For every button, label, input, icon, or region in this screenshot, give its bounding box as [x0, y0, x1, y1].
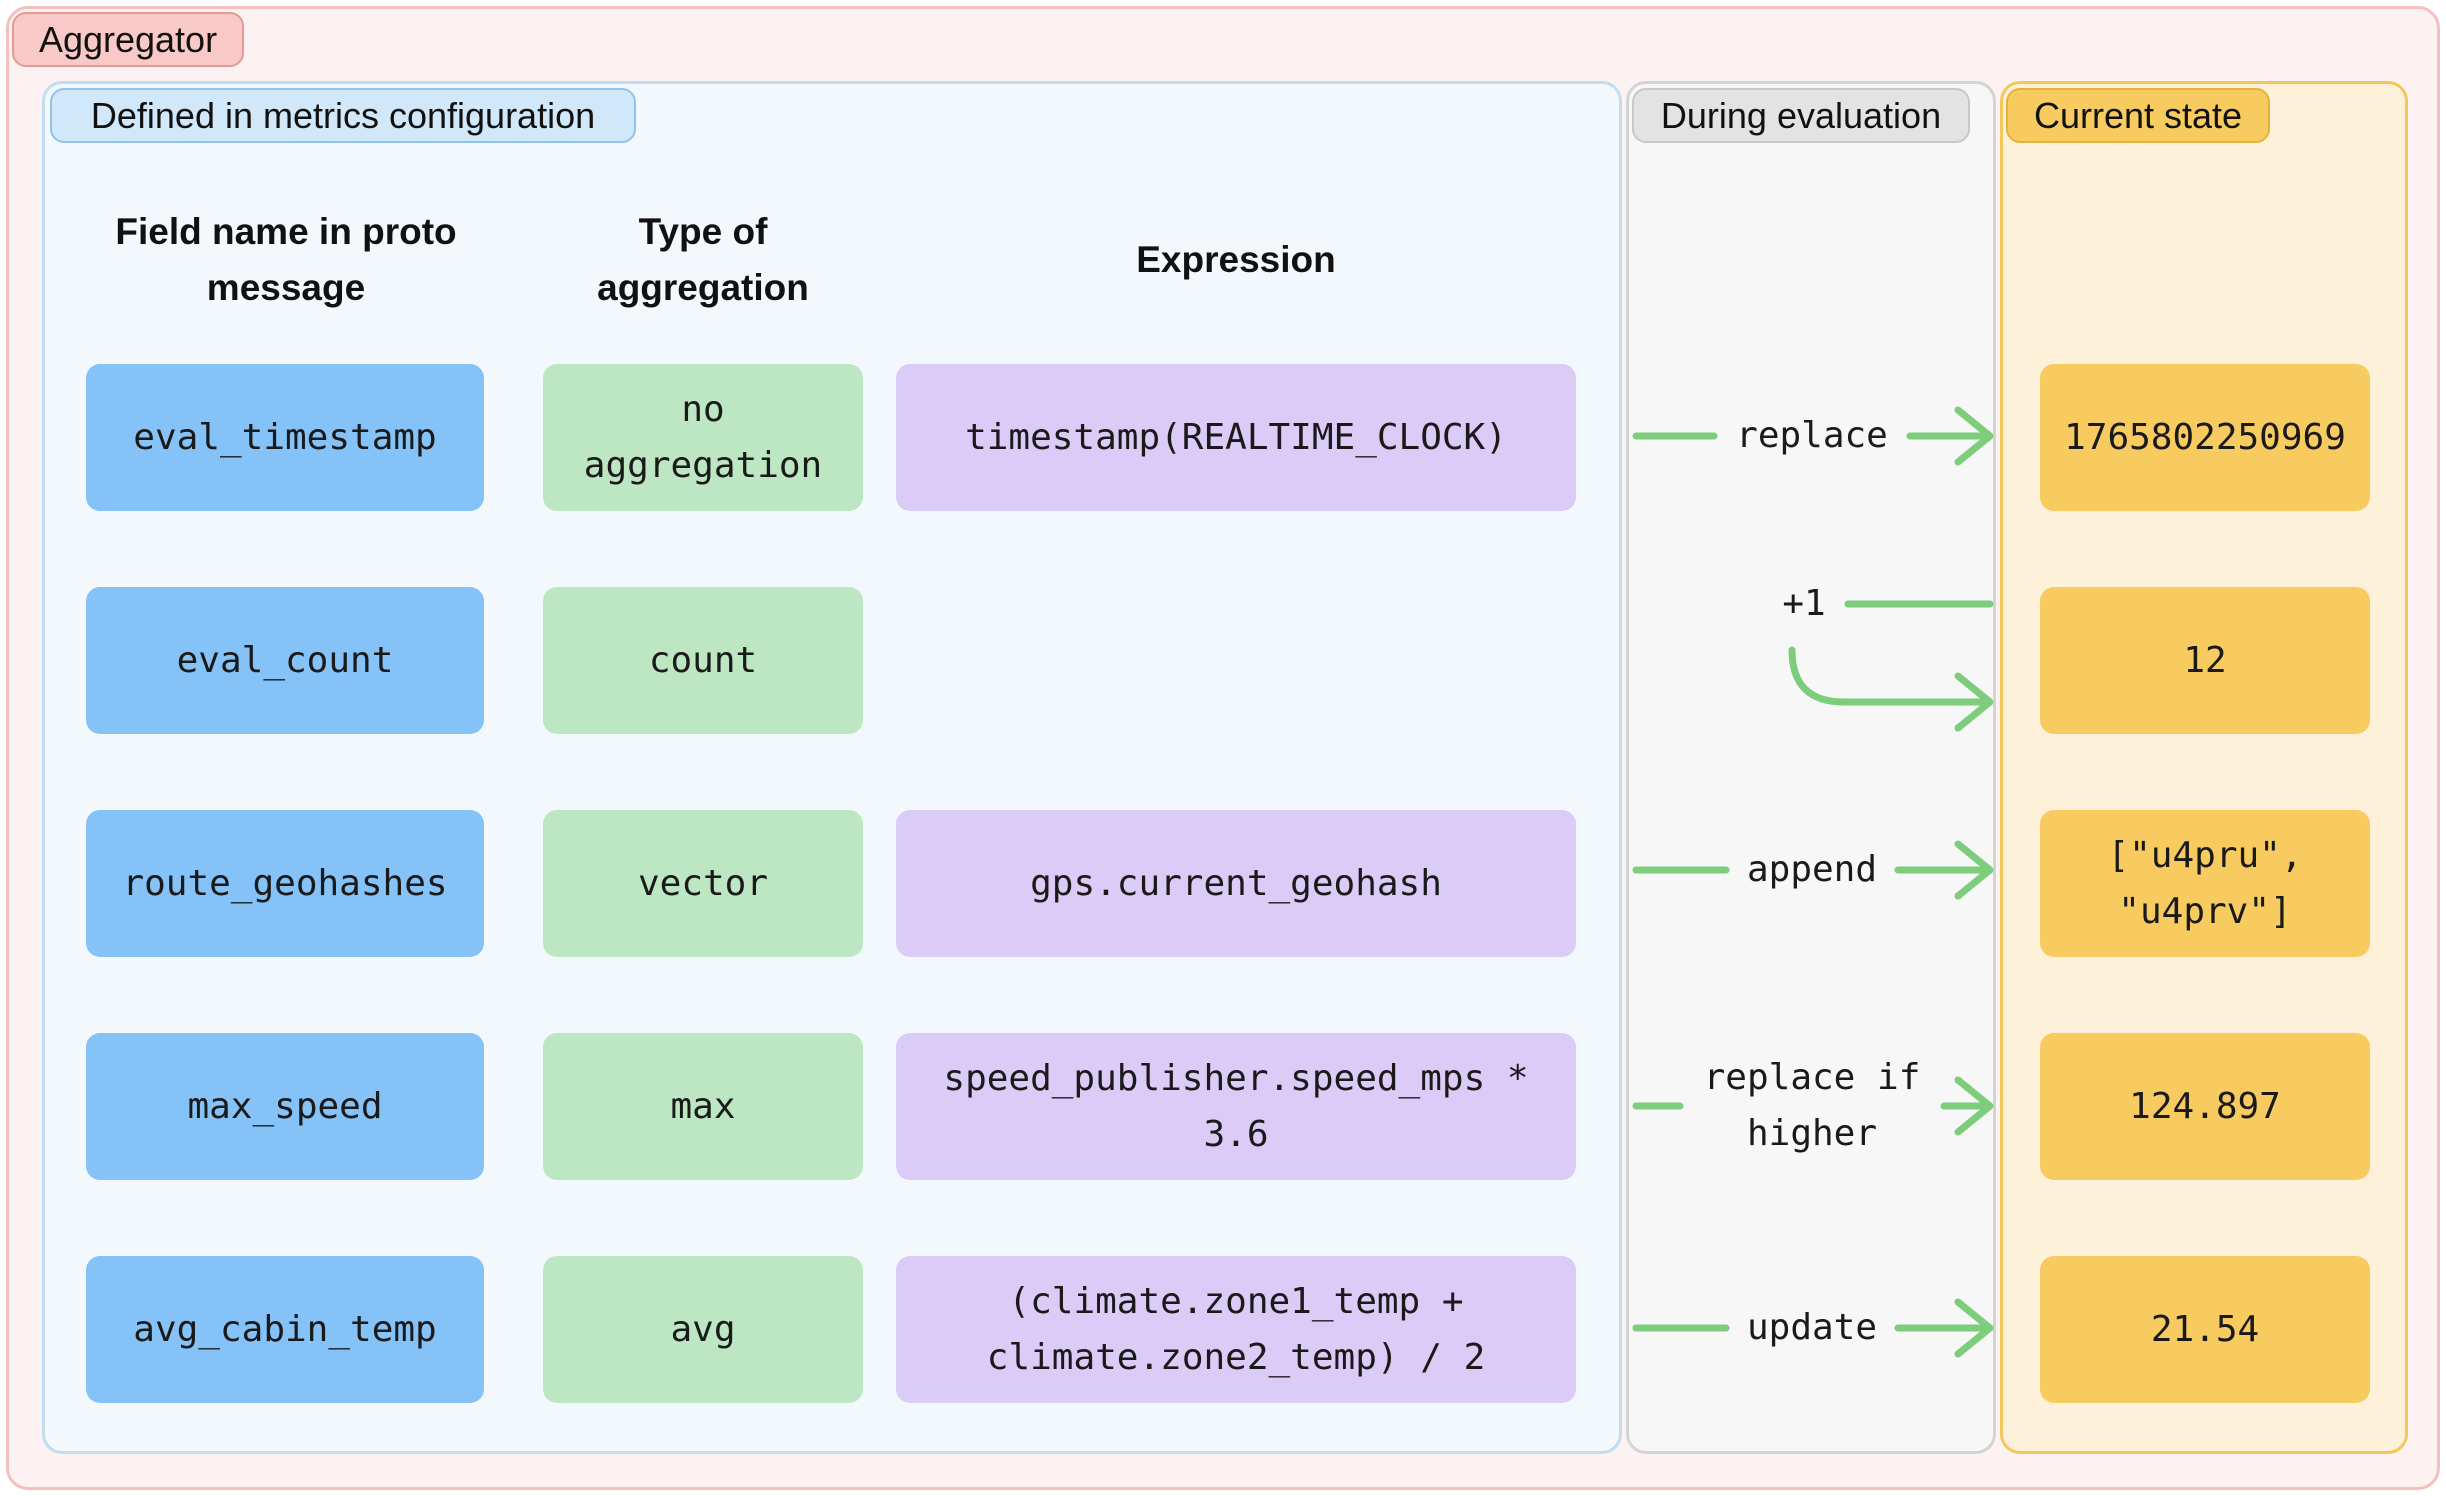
header-field-name: Field name in proto message	[115, 211, 457, 308]
increment-arrow-head	[1954, 672, 1994, 732]
field-cell: avg_cabin_temp	[86, 1256, 484, 1403]
state-cell: 1765802250969	[2040, 364, 2370, 511]
header-expression: Expression	[1136, 239, 1336, 280]
operation-label: replace if higher	[1703, 1057, 1921, 1154]
operation-label: replace	[1726, 408, 1898, 464]
current-state-label: Current state	[2006, 88, 2270, 143]
operation-label: update	[1736, 1300, 1888, 1356]
aggregation-cell: avg	[543, 1256, 863, 1403]
field-cell: route_geohashes	[86, 810, 484, 957]
current-state-panel	[2000, 81, 2408, 1454]
append-arrow-head	[1954, 840, 1994, 900]
aggregation-cell: vector	[543, 810, 863, 957]
state-cell: ["u4pru", "u4prv"]	[2040, 810, 2370, 957]
expression-cell: (climate.zone1_temp + climate.zone2_temp…	[896, 1256, 1576, 1403]
aggregation-cell: count	[543, 587, 863, 734]
update-arrow-head	[1954, 1298, 1994, 1358]
field-cell: eval_count	[86, 587, 484, 734]
aggregation-cell: no aggregation	[543, 364, 863, 511]
state-cell: 124.897	[2040, 1033, 2370, 1180]
state-cell: 21.54	[2040, 1256, 2370, 1403]
state-cell: 12	[2040, 587, 2370, 734]
metrics-config-label: Defined in metrics configuration	[50, 88, 636, 143]
during-evaluation-panel	[1626, 81, 1996, 1454]
expression-cell: speed_publisher.speed_mps * 3.6	[896, 1033, 1576, 1180]
expression-cell: timestamp(REALTIME_CLOCK)	[896, 364, 1576, 511]
aggregator-label: Aggregator	[12, 12, 244, 67]
field-cell: eval_timestamp	[86, 364, 484, 511]
aggregation-cell: max	[543, 1033, 863, 1180]
increment-arrow-curve	[1788, 646, 1988, 706]
operation-label: append	[1736, 842, 1888, 898]
replace-if-higher-head	[1954, 1076, 1994, 1136]
field-cell: max_speed	[86, 1033, 484, 1180]
expression-cell: gps.current_geohash	[896, 810, 1576, 957]
header-aggregation-type: Type of aggregation	[597, 211, 809, 308]
during-evaluation-label: During evaluation	[1632, 88, 1970, 143]
replace-arrow-head	[1954, 406, 1994, 466]
metrics-config-panel	[42, 81, 1622, 1454]
operation-label: +1	[1766, 576, 1842, 632]
